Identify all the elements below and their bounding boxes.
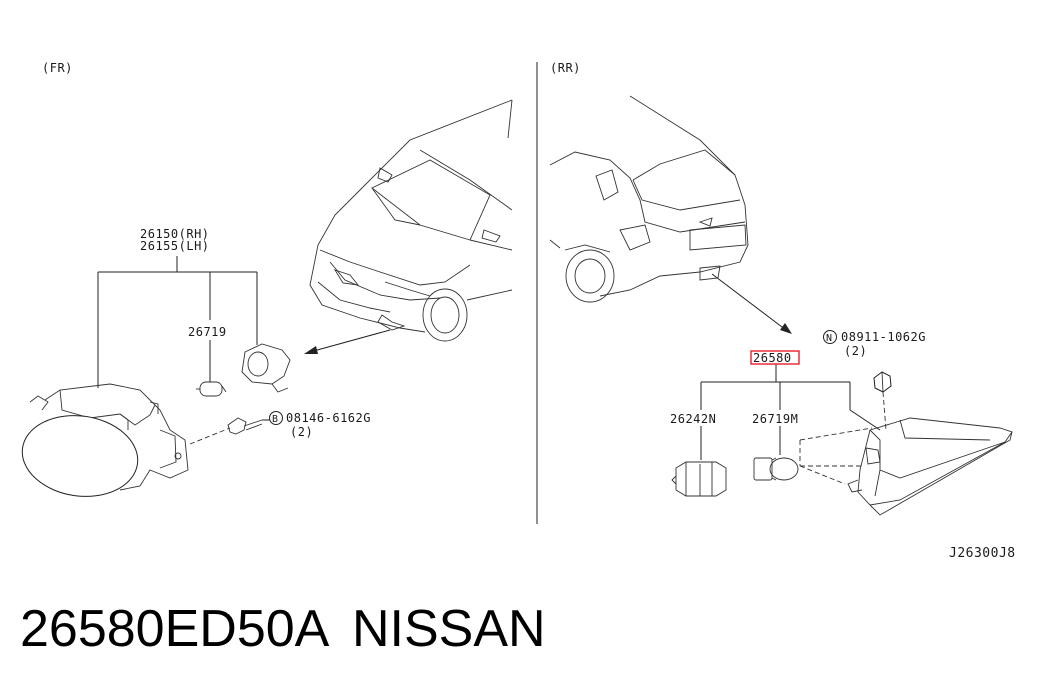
front-callout-lines	[97, 256, 258, 388]
rear-guide-lines	[799, 391, 887, 485]
diagram-code: J26300J8	[949, 546, 1016, 561]
front-part-lh: 26155(LH)	[140, 239, 210, 253]
rear-socket-part: 26242N	[670, 412, 716, 426]
highlight-box	[750, 350, 800, 365]
rear-socket	[671, 461, 727, 497]
nut-prefix-circle	[823, 330, 837, 344]
rear-nut-part: 08911-1062G	[841, 330, 926, 344]
front-section-label: (FR)	[42, 61, 73, 75]
front-car-illustration	[304, 99, 513, 354]
front-bolt	[189, 417, 270, 445]
rear-bulb-part: 26719M	[752, 412, 798, 426]
rear-car-illustration	[549, 95, 792, 334]
front-bulb	[196, 381, 227, 397]
front-socket	[241, 343, 291, 393]
rear-bulb	[753, 457, 799, 481]
fog-lamp-housing	[21, 383, 189, 497]
nut-prefix: N	[826, 333, 832, 344]
footer-brand: NISSAN	[352, 600, 546, 658]
front-bolt-qty: (2)	[290, 425, 313, 439]
rear-nut-qty: (2)	[844, 344, 867, 358]
rear-nut	[873, 371, 892, 393]
front-bolt-part: 08146-6162G	[286, 411, 371, 425]
rear-part-main[interactable]: 26580	[753, 351, 792, 365]
front-bulb-part: 26719	[188, 325, 227, 339]
front-part-rh: 26150(RH)	[140, 227, 210, 241]
rear-lamp-housing	[847, 417, 1013, 516]
rear-section-label: (RR)	[550, 61, 581, 75]
bolt-prefix: B	[272, 414, 278, 425]
footer-part-number: 26580ED50A	[20, 600, 330, 658]
bolt-prefix-circle	[269, 411, 283, 425]
rear-callout-lines	[700, 364, 881, 460]
